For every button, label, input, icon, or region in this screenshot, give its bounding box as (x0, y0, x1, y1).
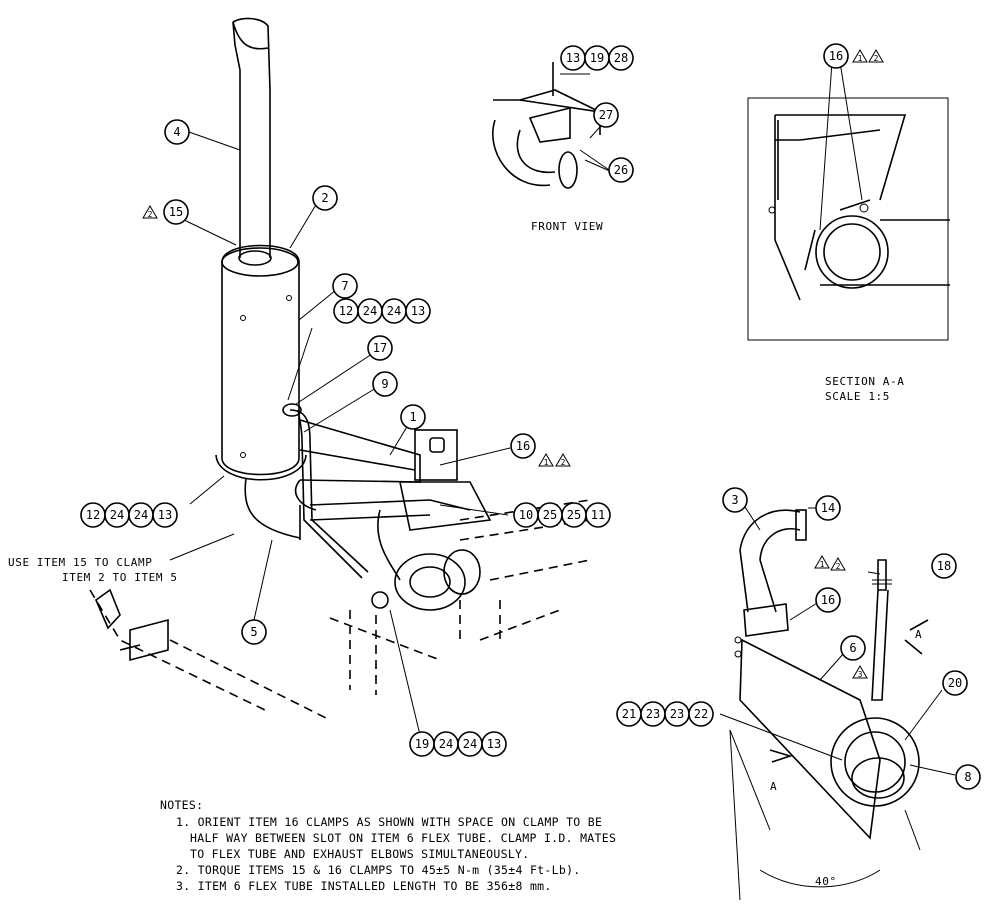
section-a-a-view: 16 1 2 SECTION A-A SCALE 1:5 (747, 43, 950, 403)
svg-text:26: 26 (614, 163, 628, 177)
notes-heading: NOTES: (160, 798, 203, 812)
svg-text:2: 2 (321, 191, 328, 205)
front-view-label: FRONT VIEW (531, 220, 603, 233)
svg-text:13: 13 (487, 737, 501, 751)
svg-text:19: 19 (415, 737, 429, 751)
note-3: 3. ITEM 6 FLEX TUBE INSTALLED LENGTH TO … (176, 879, 552, 893)
clamp-note-line2: ITEM 2 TO ITEM 5 (62, 571, 178, 584)
svg-text:24: 24 (363, 304, 377, 318)
svg-text:24: 24 (439, 737, 453, 751)
svg-text:13: 13 (566, 51, 580, 65)
svg-text:24: 24 (110, 508, 124, 522)
flex-tube (739, 638, 881, 840)
balloon-16-main: 16 (510, 433, 536, 459)
svg-text:24: 24 (387, 304, 401, 318)
flex-tube-detail-view: A A 40° 3 14 18 16 6 20 21 23 23 22 8 1 … (616, 487, 981, 901)
balloons-main: 4 15 2 7 12 24 24 13 17 9 1 16 12 24 24 … (80, 119, 611, 757)
muffler-body (221, 244, 300, 458)
balloon-4: 4 (164, 119, 190, 145)
svg-text:2: 2 (148, 210, 153, 219)
svg-text:2: 2 (836, 562, 841, 571)
svg-text:14: 14 (821, 501, 835, 515)
svg-text:4: 4 (173, 125, 180, 139)
machine-frame-phantom (89, 499, 591, 721)
svg-text:17: 17 (373, 341, 387, 355)
svg-text:23: 23 (646, 707, 660, 721)
turbocharger (394, 553, 466, 611)
svg-text:16: 16 (829, 49, 843, 63)
notes-block: NOTES: 1. ORIENT ITEM 16 CLAMPS AS SHOWN… (160, 798, 616, 893)
drain-tube (289, 409, 369, 579)
svg-text:24: 24 (463, 737, 477, 751)
balloon-group-19-24-24-13: 19 24 24 13 (409, 731, 507, 757)
clamp-callout: USE ITEM 15 TO CLAMP ITEM 2 TO ITEM 5 (8, 556, 178, 584)
balloon-17: 17 (367, 335, 393, 361)
revision-triangle-2: 2 (142, 205, 158, 219)
svg-text:21: 21 (622, 707, 636, 721)
svg-text:9: 9 (381, 377, 388, 391)
balloon-group-21-23-23-22: 21 23 23 22 (616, 701, 714, 727)
clamp-note-line1: USE ITEM 15 TO CLAMP (8, 556, 152, 569)
note-1-line-1: 1. ORIENT ITEM 16 CLAMPS AS SHOWN WITH S… (176, 815, 602, 829)
svg-text:18: 18 (937, 559, 951, 573)
exhaust-elbow (244, 477, 317, 539)
svg-text:19: 19 (590, 51, 604, 65)
svg-text:22: 22 (694, 707, 708, 721)
section-title: SECTION A-A (825, 375, 904, 388)
svg-text:28: 28 (614, 51, 628, 65)
svg-text:A: A (915, 628, 922, 641)
svg-text:25: 25 (567, 508, 581, 522)
balloon-15: 15 (163, 199, 189, 225)
balloon-group-12-24-24-13-top: 12 24 24 13 (333, 298, 431, 324)
balloon-9: 9 (372, 371, 398, 397)
balloon-1: 1 (400, 404, 426, 430)
revision-marks-main: 2 1 2 (142, 205, 571, 467)
svg-text:10: 10 (519, 508, 533, 522)
svg-text:A: A (770, 780, 777, 793)
section-scale: SCALE 1:5 (825, 390, 890, 403)
revision-triangle-2b: 2 (555, 453, 571, 467)
svg-text:12: 12 (339, 304, 353, 318)
svg-text:20: 20 (948, 676, 962, 690)
svg-text:1: 1 (820, 560, 825, 569)
svg-text:8: 8 (964, 770, 971, 784)
svg-text:1: 1 (409, 410, 416, 424)
note-1-line-3: TO FLEX TUBE AND EXHAUST ELBOWS SIMULTAN… (190, 847, 530, 861)
exhaust-stack-pipe (232, 17, 271, 258)
balloon-2: 2 (312, 185, 338, 211)
mounting-bracket (299, 419, 421, 483)
svg-text:24: 24 (134, 508, 148, 522)
svg-text:5: 5 (250, 625, 257, 639)
svg-text:25: 25 (543, 508, 557, 522)
svg-text:7: 7 (341, 279, 348, 293)
svg-text:6: 6 (849, 641, 856, 655)
svg-text:3: 3 (731, 493, 738, 507)
svg-text:11: 11 (591, 508, 605, 522)
svg-text:2: 2 (874, 54, 879, 63)
note-2: 2. TORQUE ITEMS 15 & 16 CLAMPS TO 45±5 N… (176, 863, 581, 877)
svg-text:13: 13 (158, 508, 172, 522)
balloon-7: 7 (332, 273, 358, 299)
note-1-line-2: HALF WAY BETWEEN SLOT ON ITEM 6 FLEX TUB… (190, 831, 616, 845)
angle-label: 40° (815, 875, 837, 888)
svg-text:23: 23 (670, 707, 684, 721)
svg-text:15: 15 (169, 205, 183, 219)
svg-text:27: 27 (599, 108, 613, 122)
svg-text:3: 3 (858, 670, 863, 679)
balloon-group-12-24-24-13-bottom: 12 24 24 13 (80, 502, 178, 528)
svg-text:16: 16 (821, 593, 835, 607)
svg-text:16: 16 (516, 439, 530, 453)
svg-text:1: 1 (858, 54, 863, 63)
svg-text:1: 1 (544, 458, 549, 467)
balloon-group-10-25-25-11: 10 25 25 11 (513, 502, 611, 528)
revision-triangle-1: 1 (538, 453, 554, 467)
leaders-main (169, 131, 511, 736)
svg-text:13: 13 (411, 304, 425, 318)
front-view: 13 19 28 27 26 FRONT VIEW (492, 45, 634, 233)
svg-text:2: 2 (561, 458, 566, 467)
svg-text:12: 12 (86, 508, 100, 522)
balloon-5: 5 (241, 619, 267, 645)
main-assembly-view (89, 17, 591, 721)
